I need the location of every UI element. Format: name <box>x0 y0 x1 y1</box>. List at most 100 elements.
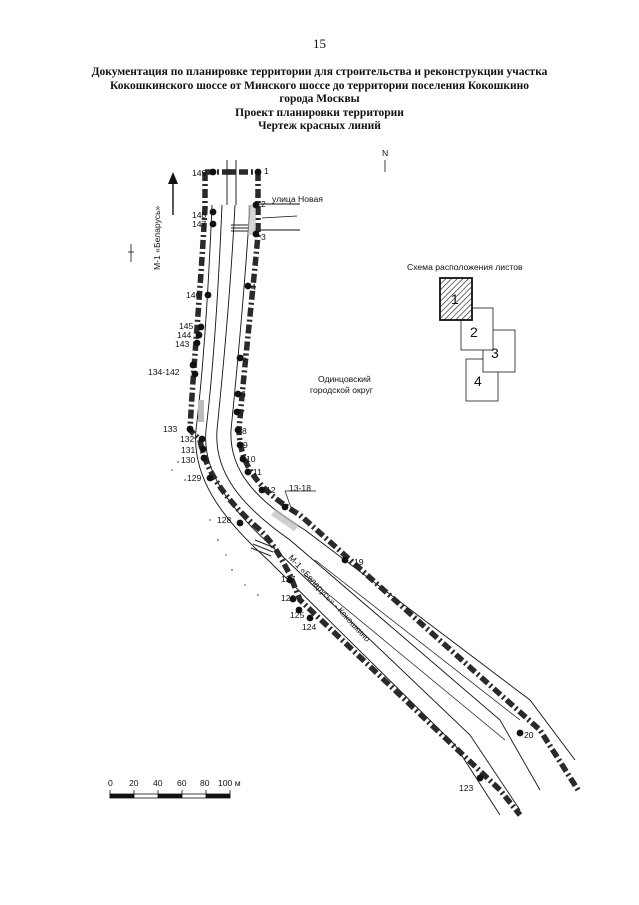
point-128 <box>236 519 244 527</box>
point-125 <box>295 606 303 614</box>
point-20 <box>516 729 524 737</box>
point-label: 1 <box>264 166 269 176</box>
scale-tick-label: 0 <box>108 778 113 788</box>
point-label: 128 <box>217 515 232 525</box>
point-label: 127 <box>281 574 296 584</box>
point-label: 149 <box>192 168 207 178</box>
point-134 <box>189 361 197 369</box>
point-label: 12 <box>266 485 276 495</box>
point-label: 7 <box>240 408 245 418</box>
point-10 <box>239 455 247 463</box>
texture-marks <box>171 460 260 597</box>
north-label: N <box>382 148 388 158</box>
boundary-points <box>186 168 524 782</box>
sheet-scheme-title: Схема расположения листов <box>407 262 523 272</box>
title-line-5: Чертеж красных линий <box>258 120 381 133</box>
point-label: 6 <box>241 389 246 399</box>
district-label-line1: Одинцовский <box>318 374 371 384</box>
point-label: 145 <box>179 321 194 331</box>
point-label: 132 <box>180 434 195 444</box>
point-label: 126 <box>281 593 296 603</box>
point-146 <box>204 291 212 299</box>
small-north-tick <box>128 244 134 262</box>
point-7 <box>233 408 241 416</box>
point-11 <box>244 468 252 476</box>
title-line-4: Проект планировки территории <box>235 106 404 119</box>
point-13 <box>281 503 289 511</box>
point-label: 146 <box>186 290 201 300</box>
point-label: 144 <box>177 330 192 340</box>
point-label: 11 <box>253 467 262 477</box>
road-m1-label: М-1 «Беларусь» <box>152 205 162 270</box>
scale-tick-label: 20 <box>129 778 139 788</box>
title-line-1: Документация по планировке территории дл… <box>91 66 548 78</box>
scale-tick-label: 100 м <box>218 778 241 788</box>
point-6 <box>234 390 242 398</box>
point-149 <box>209 168 217 176</box>
title-line-3: города Москвы <box>279 93 360 106</box>
point-label: 4 <box>251 282 256 292</box>
point-12 <box>258 486 266 494</box>
leader-13-18 <box>284 490 316 514</box>
road-edges <box>195 160 576 816</box>
point-label: 19 <box>354 557 364 567</box>
point-145 <box>197 323 205 331</box>
street-label: улица Новая <box>272 194 323 204</box>
direction-arrow <box>168 172 178 215</box>
north-arrow: N <box>382 148 388 172</box>
point-label: 147 <box>192 219 207 229</box>
point-label: 9 <box>243 440 248 450</box>
district-label-line2: городской округ <box>310 385 373 395</box>
point-5 <box>236 354 244 362</box>
point-label: 5 <box>242 353 247 363</box>
point-label: 125 <box>290 610 305 620</box>
point-label: 130 <box>181 455 196 465</box>
scale-tick-label: 40 <box>153 778 163 788</box>
point-19 <box>341 556 349 564</box>
point-labels: 1 2 3 4 5 6 7 8 9 10 11 12 13-18 19 20 1… <box>148 166 534 793</box>
point-123 <box>476 774 484 782</box>
point-142 <box>191 370 199 378</box>
point-label: 3 <box>261 232 266 242</box>
point-4 <box>244 282 252 290</box>
point-148 <box>209 208 217 216</box>
point-label: 13-18 <box>289 483 311 493</box>
point-label: 131 <box>181 445 196 455</box>
scale-bar: 0 20 40 60 80 100 м <box>108 778 241 799</box>
point-label: 10 <box>246 454 256 464</box>
point-label: 148 <box>192 210 207 220</box>
grey-strips <box>198 205 299 532</box>
sheet-4-number: 4 <box>474 373 482 389</box>
point-3 <box>252 230 260 238</box>
point-124 <box>306 614 314 622</box>
point-131 <box>199 445 207 453</box>
point-label: 143 <box>175 339 190 349</box>
point-127 <box>286 576 294 584</box>
point-label: 134-142 <box>148 367 180 377</box>
sheet-3-number: 3 <box>491 345 499 361</box>
scale-tick-label: 80 <box>200 778 210 788</box>
point-147 <box>209 220 217 228</box>
sheet-scheme: Схема расположения листов 1 2 3 4 <box>407 262 523 402</box>
sheet-2-number: 2 <box>470 324 478 340</box>
point-label: 2 <box>261 199 266 209</box>
sheet-1-frame <box>439 277 473 321</box>
point-9 <box>236 441 244 449</box>
point-1 <box>254 168 262 176</box>
point-label: 20 <box>524 730 534 740</box>
sheet-1-number: 1 <box>451 291 459 307</box>
title-line-2: Кокошкинского шоссе от Минского шоссе до… <box>110 79 529 92</box>
point-label: 133 <box>163 424 178 434</box>
scale-tick-label: 60 <box>177 778 187 788</box>
point-2 <box>252 201 260 209</box>
point-8 <box>234 426 242 434</box>
point-143 <box>193 339 201 347</box>
point-133 <box>186 425 194 433</box>
point-label: 129 <box>187 473 202 483</box>
page-number: 15 <box>313 36 326 51</box>
point-130 <box>200 454 208 462</box>
point-label: 8 <box>242 426 247 436</box>
point-129 <box>206 474 214 482</box>
